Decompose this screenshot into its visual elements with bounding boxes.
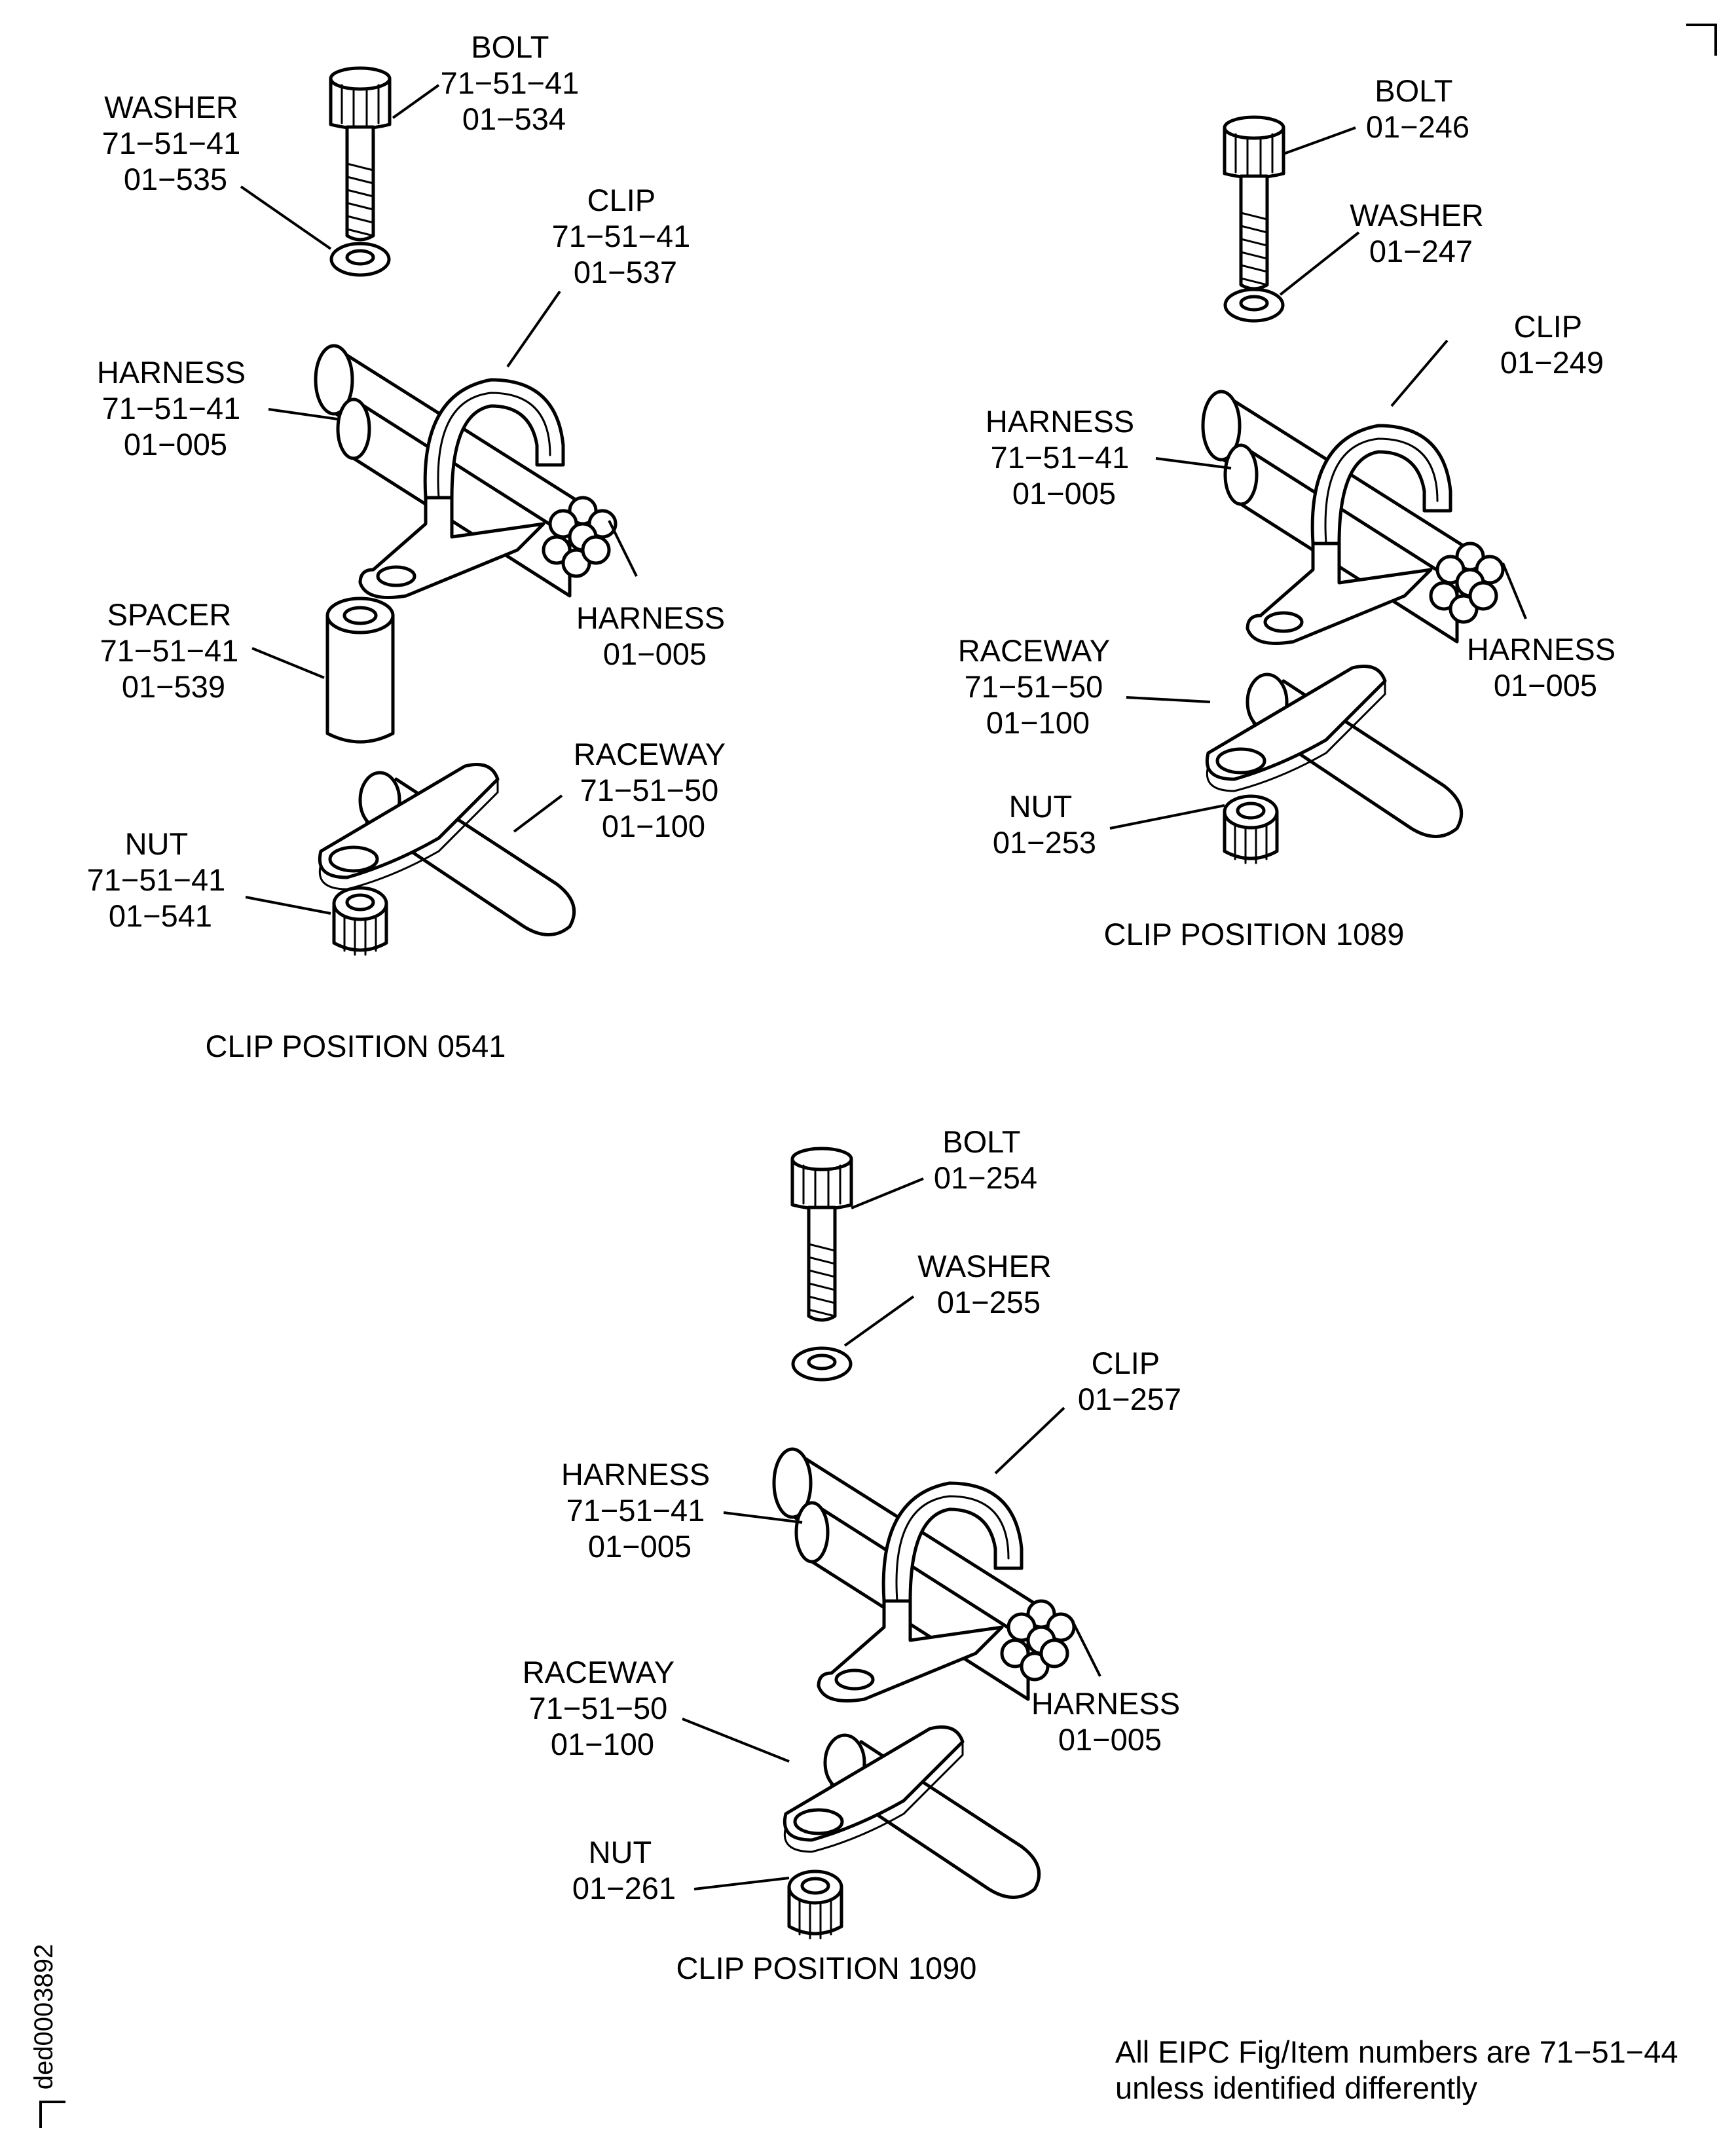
label-harness-right-1090: HARNESS 01−005 [1031, 1686, 1189, 1757]
label-washer-1090: WASHER 01−255 [917, 1249, 1060, 1319]
leader-harness-left-1090 [723, 1511, 803, 1524]
label-nut-0541: NUT 71−51−41 01−541 [87, 826, 234, 933]
label-clip-1090: CLIP 01−257 [1078, 1346, 1181, 1416]
caption-clip-position-1089: CLIP POSITION 1089 [1104, 917, 1405, 951]
label-harness-left-1090: HARNESS 71−51−41 01−005 [561, 1457, 718, 1564]
label-clip-0541: CLIP 71−51−41 01−537 [552, 183, 699, 289]
label-clip-1089: CLIP 01−249 [1500, 309, 1604, 380]
label-harness-left-0541: HARNESS 71−51−41 01−005 [97, 355, 254, 462]
label-raceway-1089: RACEWAY 71−51−50 01−100 [958, 633, 1118, 740]
leader-bolt-0541 [392, 84, 440, 119]
label-washer-0541: WASHER 71−51−41 01−535 [102, 90, 249, 196]
label-nut-1090: NUT 01−261 [572, 1835, 676, 1905]
leader-nut-0541 [245, 896, 331, 915]
label-bolt-1090: BOLT 01−254 [934, 1124, 1037, 1195]
label-bolt-0541: BOLT 71−51−41 01−534 [441, 29, 588, 136]
leader-harness-right-0541 [608, 520, 638, 577]
leader-clip-1090 [994, 1407, 1065, 1475]
label-spacer-0541: SPACER 71−51−41 01−539 [100, 597, 248, 704]
bolt-1089 [1225, 117, 1284, 289]
spacer-0541 [327, 598, 393, 742]
leader-raceway-1090 [682, 1718, 790, 1763]
leader-harness-right-1090 [1073, 1623, 1101, 1677]
footnote: All EIPC Fig/Item numbers are 71−51−44 u… [1115, 2034, 1687, 2105]
leader-nut-1089 [1109, 804, 1225, 830]
label-harness-right-1089: HARNESS 01−005 [1467, 632, 1624, 703]
label-raceway-1090: RACEWAY 71−51−50 01−100 [523, 1655, 683, 1761]
leader-bolt-1089 [1283, 126, 1356, 155]
label-nut-1089: NUT 01−253 [993, 789, 1096, 860]
caption-clip-position-0541: CLIP POSITION 0541 [206, 1029, 506, 1063]
clip-harness-0541 [316, 346, 616, 598]
view-clip-position-1089: BOLT 01−246 WASHER 01−247 CLIP 01−249 HA… [958, 73, 1624, 951]
bolt-1090 [792, 1149, 851, 1320]
leader-bolt-1090 [851, 1177, 924, 1209]
leader-harness-left-0541 [268, 408, 338, 420]
corner-mark-bottom-left [39, 2101, 65, 2128]
bolt-0541 [331, 68, 390, 240]
label-washer-1089: WASHER 01−247 [1350, 198, 1492, 268]
leader-washer-1090 [843, 1295, 915, 1347]
washer-1089 [1225, 289, 1283, 321]
label-harness-right-0541: HARNESS 01−005 [576, 600, 733, 671]
corner-mark-top-right [1686, 24, 1717, 56]
leader-clip-1089 [1390, 339, 1449, 407]
leader-raceway-0541 [513, 794, 563, 833]
label-raceway-0541: RACEWAY 71−51−50 01−100 [574, 737, 734, 843]
view-clip-position-1090: BOLT 01−254 WASHER 01−255 CLIP 01−257 HA… [523, 1124, 1189, 1985]
leader-raceway-1089 [1126, 696, 1211, 703]
leader-clip-0541 [506, 290, 561, 368]
leader-washer-1089 [1279, 231, 1360, 296]
label-harness-left-1089: HARNESS 71−51−41 01−005 [986, 404, 1143, 511]
leader-harness-right-1089 [1502, 562, 1527, 619]
leader-nut-1090 [693, 1877, 790, 1890]
clip-harness-1090 [774, 1449, 1074, 1701]
caption-clip-position-1090: CLIP POSITION 1090 [676, 1951, 977, 1985]
view-clip-position-0541: BOLT 71−51−41 01−534 WASHER 71−51−41 01−… [87, 29, 734, 1063]
drawing-id: ded0003892 [29, 1944, 58, 2089]
label-bolt-1089: BOLT 01−246 [1366, 73, 1469, 144]
washer-1090 [793, 1348, 851, 1380]
nut-1089 [1225, 796, 1277, 863]
nut-1090 [789, 1871, 841, 1938]
washer-0541 [331, 244, 389, 275]
leader-spacer-0541 [251, 647, 325, 679]
nut-0541 [334, 888, 386, 955]
clip-harness-1089 [1203, 392, 1503, 644]
leader-washer-0541 [240, 185, 332, 250]
leader-harness-left-1089 [1155, 457, 1232, 469]
